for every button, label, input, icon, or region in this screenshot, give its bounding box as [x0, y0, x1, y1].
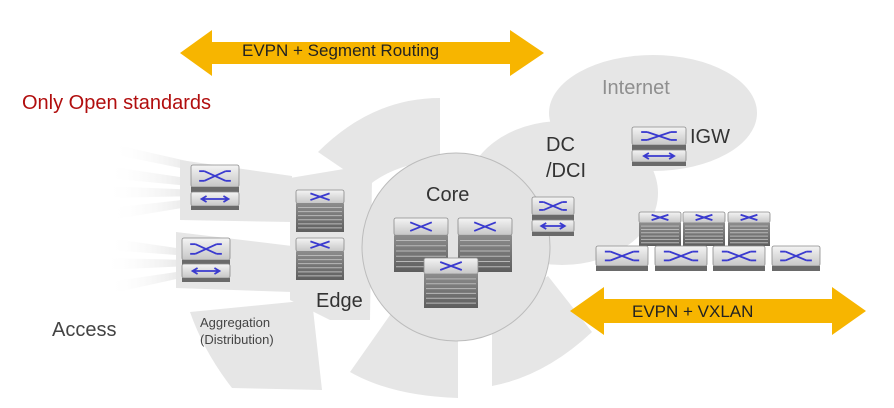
switch-icon: [190, 164, 240, 192]
internet-label: Internet: [602, 77, 670, 99]
switch-icon: [531, 196, 575, 220]
switch-icon: [712, 245, 766, 271]
switch-icon: [181, 263, 231, 282]
edge-label: Edge: [316, 290, 363, 312]
internet-zone: [549, 55, 757, 171]
evpn-segment-routing-label: EVPN + Segment Routing: [242, 41, 440, 60]
network-devices: [181, 126, 821, 308]
chassis-router-icon: [638, 211, 682, 246]
core-label: Core: [426, 184, 470, 206]
switch-icon: [531, 219, 575, 236]
double-arrow-icon: [180, 30, 544, 76]
evpn-vxlan-label: EVPN + VXLAN: [632, 302, 754, 321]
page-title: Only Open standards: [22, 92, 211, 114]
access-rays-lower: [104, 238, 190, 294]
aggregation-label-line2: (Distribution): [200, 332, 274, 347]
aggregation-label: Aggregation (Distribution): [200, 314, 274, 348]
switch-icon: [190, 191, 240, 210]
core-petal-top: [318, 98, 440, 186]
chassis-router-icon: [682, 211, 726, 246]
switch-icon: [654, 245, 708, 271]
aggregation-zone: [190, 300, 322, 390]
chassis-router-icon: [423, 257, 479, 308]
switch-icon: [595, 245, 649, 271]
aggregation-label-line1: Aggregation: [200, 315, 271, 330]
core-zone: [361, 152, 551, 342]
igw-label: IGW: [690, 126, 730, 148]
dc-label-line2: /DCI: [546, 160, 586, 182]
switch-icon: [181, 237, 231, 265]
switch-icon: [771, 245, 821, 271]
chassis-router-icon: [295, 189, 345, 232]
chassis-router-icon: [727, 211, 771, 246]
access-label: Access: [52, 319, 117, 341]
chassis-router-icon: [295, 237, 345, 280]
dc-dci-label: DC /DCI: [546, 132, 586, 184]
switch-icon: [631, 149, 687, 166]
double-arrow-icon: [570, 287, 866, 335]
chassis-router-icon: [457, 217, 513, 272]
switch-icon: [631, 126, 687, 150]
access-rays-upper: [104, 144, 200, 220]
dc-label-line1: DC: [546, 134, 575, 156]
